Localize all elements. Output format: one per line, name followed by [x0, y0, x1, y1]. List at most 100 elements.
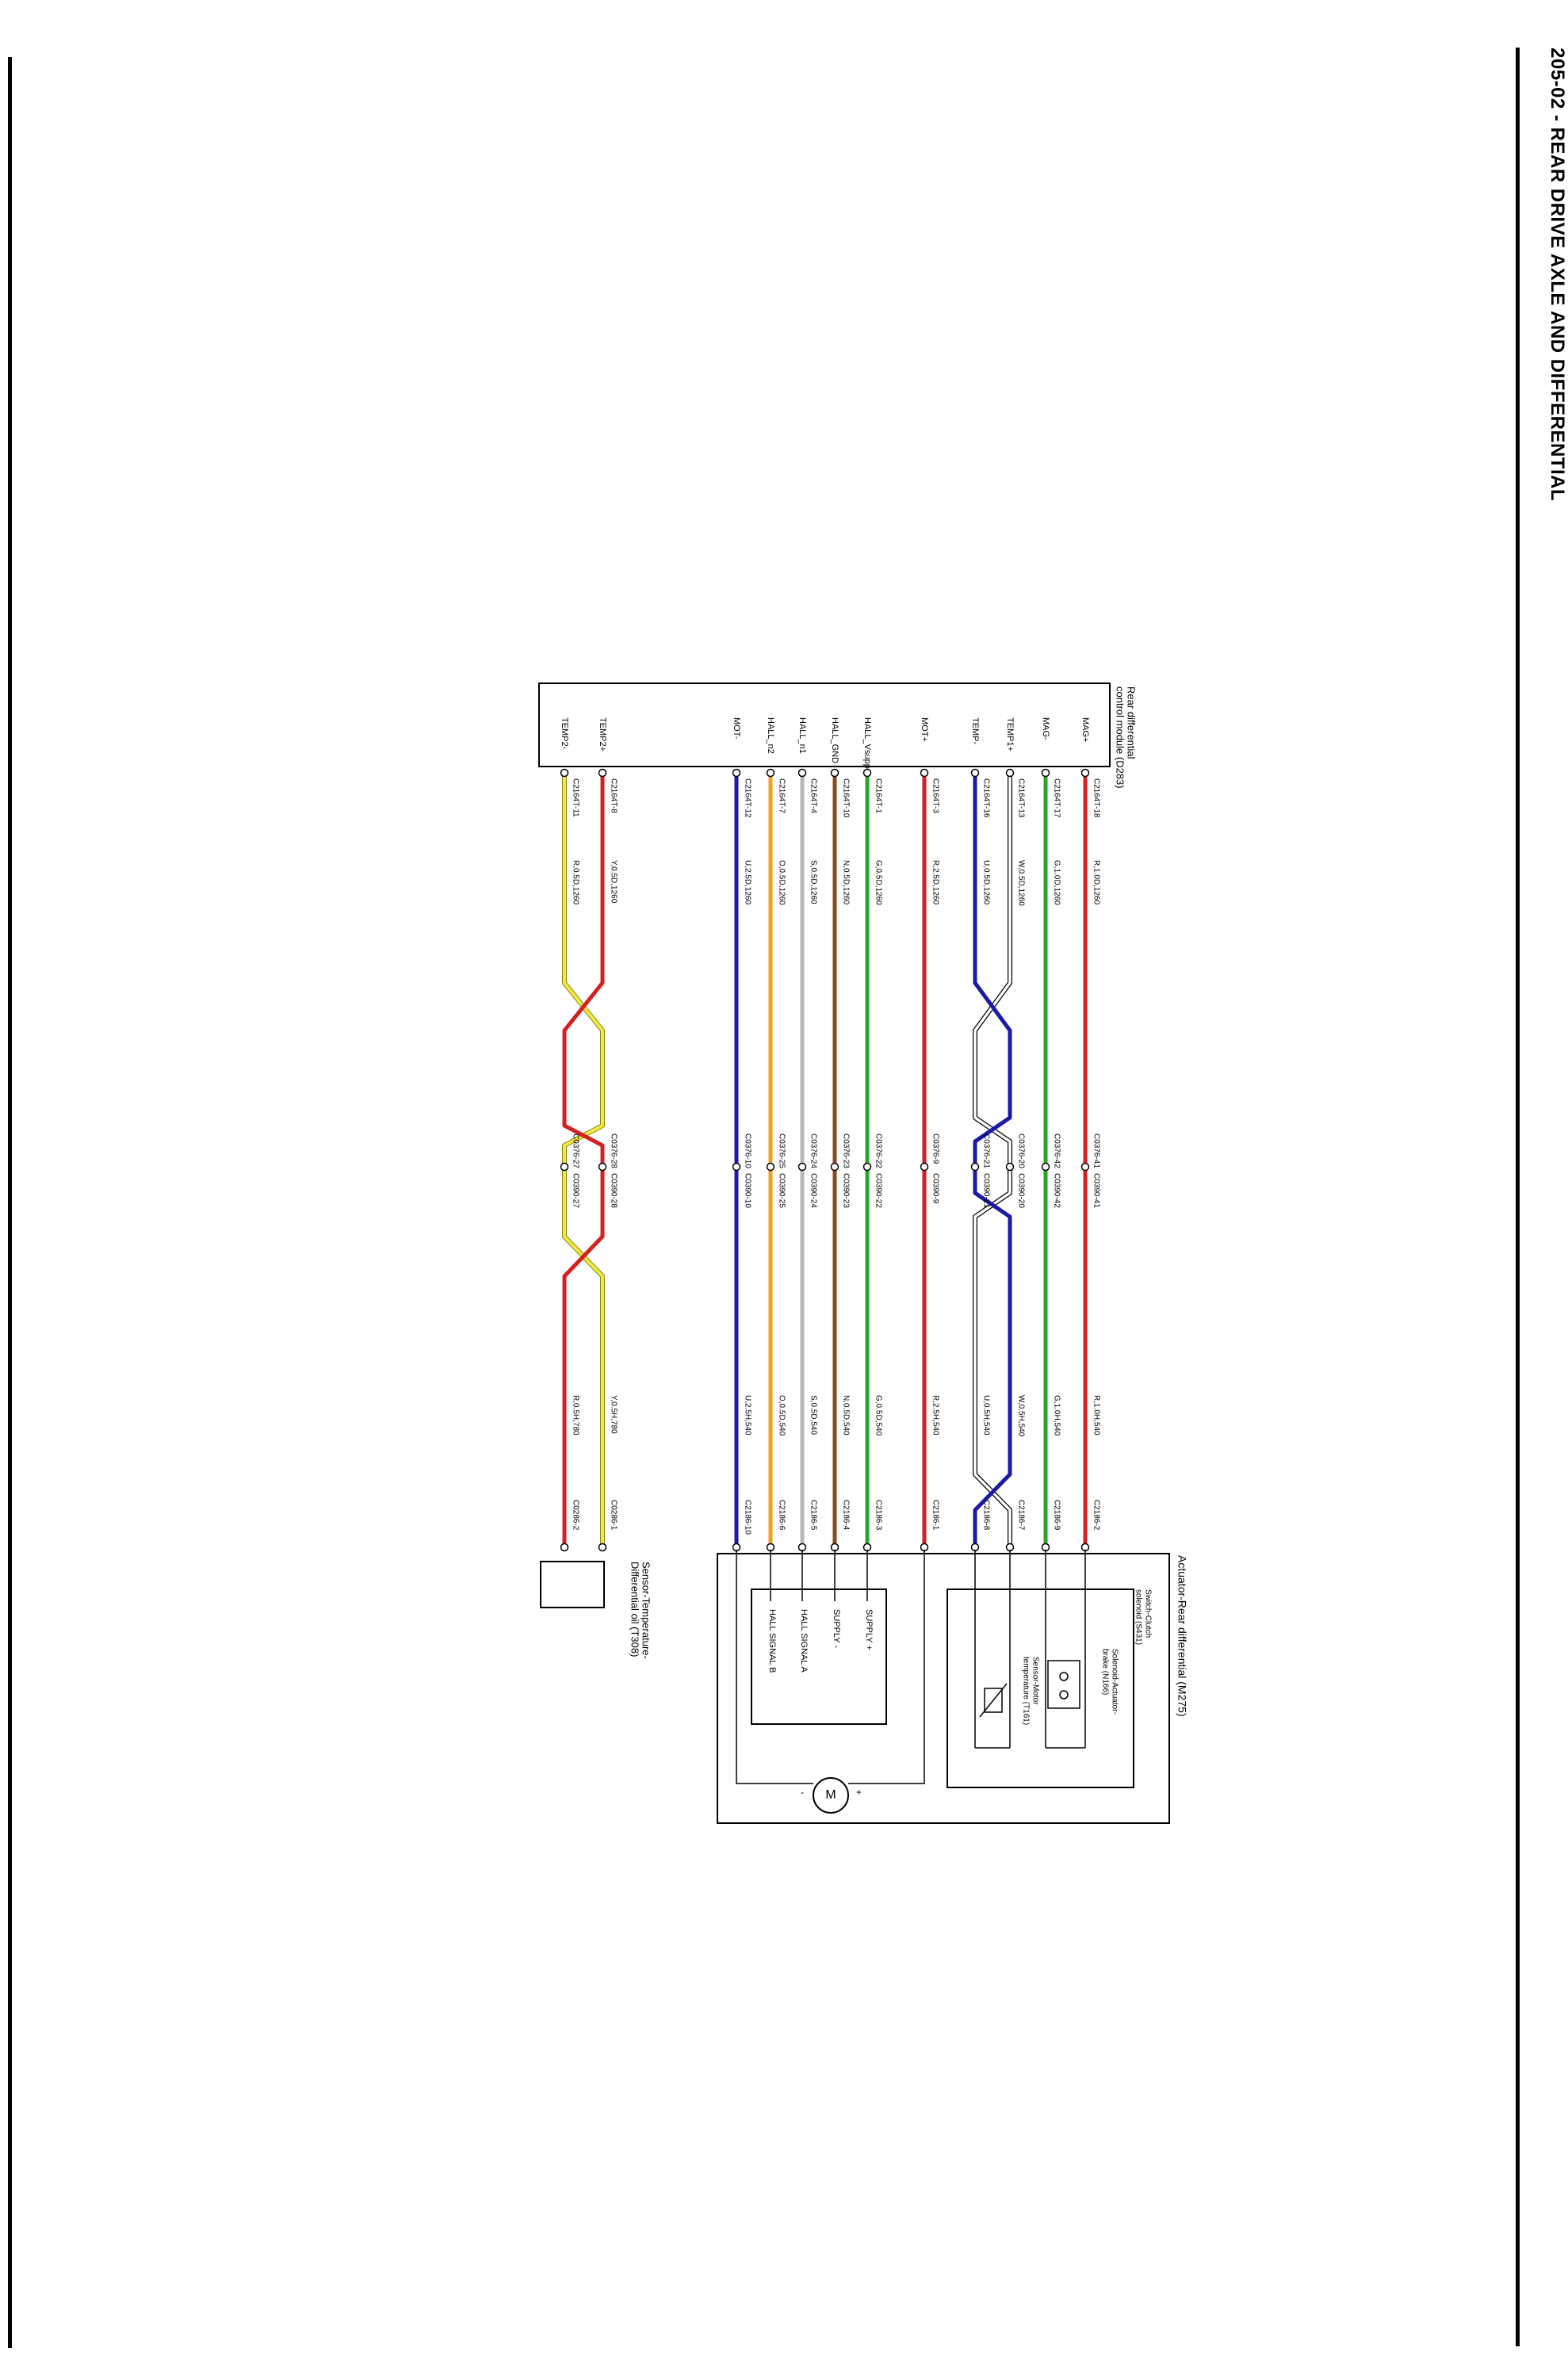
connector-C2164T-16: C2164T-16 [981, 778, 990, 818]
motor-symbol [813, 1777, 849, 1814]
wire-spec-MOT+-1: R,2.5D,1260 [931, 860, 939, 905]
connector-C0376-20: C0376-20 [1016, 1134, 1025, 1168]
connector-C0390-21: C0390-21 [981, 1173, 990, 1208]
motor-minus: - [801, 1787, 804, 1798]
connector-C0376-9: C0376-9 [931, 1134, 939, 1164]
connector-C0390-25: C0390-25 [777, 1173, 786, 1208]
pin-label-TEMP-: TEMP- [970, 717, 980, 745]
connector-C2186-7: C2186-7 [1016, 1500, 1025, 1531]
pin-label-HALL_n2: HALL_n2 [766, 717, 775, 754]
connector-C2164T-18: C2164T-18 [1092, 778, 1100, 818]
junction-C0376-9 [920, 1162, 929, 1172]
left-border-bar [8, 57, 12, 2348]
solenoid-label-line1: Solenoid-Actuator- [1110, 1649, 1119, 1715]
connector-C2164T-11: C2164T-11 [571, 778, 579, 817]
motor-lead-plus [848, 1550, 925, 1784]
module-label-line2: control module (D283) [1115, 686, 1126, 789]
module-label-line1: Rear differential [1126, 686, 1138, 759]
connector-C2164T-3: C2164T-3 [931, 778, 939, 813]
connector-C2186-1: C2186-1 [931, 1500, 939, 1531]
junction-C0376-42 [1041, 1162, 1050, 1172]
junction-C0376-41 [1080, 1162, 1090, 1172]
wire-spec-TEMP--2: U,0.5H,540 [981, 1395, 990, 1436]
pin-label-MAG-: MAG- [1041, 717, 1050, 740]
connector-C0390-9: C0390-9 [931, 1173, 939, 1204]
motor-temp-label-line2: temperature (T161) [1021, 1657, 1030, 1725]
wire-spec-TEMP1+-1: W,0.5D,1260 [1016, 860, 1025, 906]
oil-temp-label-line1: Sensor-Temperature- [641, 1562, 652, 1659]
wire-spec-HALL_Vsupp-1: G,0.5D,1260 [874, 860, 882, 905]
connector-C0390-41: C0390-41 [1092, 1173, 1100, 1208]
end-pin-C0286-2 [560, 1543, 569, 1552]
wire-spec-TEMP2+-2: Y,0.5H,780 [609, 1395, 618, 1434]
connector-C2186-10: C2186-10 [743, 1500, 751, 1535]
actuator-box [717, 1553, 1170, 1824]
module-pin-TEMP2- [560, 768, 569, 778]
wire-spec-TEMP2--1: R,0.5D,1260 [571, 860, 579, 905]
wire-TEMP2+ [563, 773, 604, 1547]
connector-C0376-25: C0376-25 [777, 1134, 786, 1168]
junction-C0376-25 [766, 1162, 775, 1172]
wire-spec-TEMP2+-1: Y,0.5D,1260 [609, 860, 618, 904]
solenoid-contact-a [1059, 1672, 1069, 1681]
connector-C0390-42: C0390-42 [1052, 1173, 1061, 1208]
connector-C2164T-1: C2164T-1 [874, 778, 882, 813]
connector-C0390-24: C0390-24 [809, 1173, 817, 1208]
connector-C2164T-12: C2164T-12 [743, 778, 751, 818]
module-box [538, 682, 1111, 767]
module-pin-MAG- [1041, 768, 1050, 778]
connector-C2164T-8: C2164T-8 [609, 778, 618, 813]
switch-label-line1: Switch-Clutch [1143, 1589, 1152, 1638]
solenoid-coil-box [1047, 1660, 1080, 1709]
wire-outline-TEMP1+ [973, 773, 1012, 1547]
connector-C0376-22: C0376-22 [874, 1134, 882, 1168]
wire-spec-MAG+-1: R,1.0D,1260 [1092, 860, 1100, 905]
connector-C0390-27: C0390-27 [571, 1173, 579, 1208]
pin-label-TEMP1+: TEMP1+ [1005, 717, 1015, 751]
wire-spec-MOT+-2: R,2.5H,540 [931, 1395, 939, 1436]
wire-spec-TEMP--1: U,0.5D,1260 [981, 860, 990, 905]
pin-label-TEMP2-: TEMP2- [560, 717, 569, 750]
connector-C0376-24: C0376-24 [809, 1134, 817, 1168]
wire-TEMP2- [562, 773, 605, 1547]
oil-temp-sensor-box [540, 1561, 605, 1608]
hall-label-2: HALL SIGNAL A [799, 1609, 809, 1673]
connector-C2186-6: C2186-6 [777, 1500, 786, 1531]
connector-C0376-21: C0376-21 [981, 1134, 990, 1168]
connector-C0376-28: C0376-28 [609, 1134, 618, 1168]
module-pin-TEMP- [970, 768, 980, 778]
connector-C2186-9: C2186-9 [1052, 1500, 1061, 1531]
hall-sensor-box [751, 1589, 887, 1725]
hall-label-1: SUPPLY - [832, 1609, 841, 1648]
connector-C0376-10: C0376-10 [743, 1134, 751, 1168]
connector-C0286-1: C0286-1 [609, 1500, 618, 1531]
connector-C0376-27: C0376-27 [571, 1134, 579, 1168]
end-pin-C0286-1 [598, 1543, 607, 1552]
connector-C2186-4: C2186-4 [841, 1500, 850, 1531]
connector-C2186-5: C2186-5 [809, 1500, 817, 1531]
pin-label-HALL_Vsupp: HALL_Vsupp [862, 717, 872, 769]
thermistor-slash [979, 1683, 1008, 1718]
wire-spec-MAG--1: G,1.0D,1260 [1052, 860, 1061, 905]
module-pin-MOT- [732, 768, 741, 778]
wire-spec-HALL_Vsupp-2: G,0.5D,540 [874, 1395, 882, 1436]
connector-C0376-41: C0376-41 [1092, 1134, 1100, 1168]
connector-C0376-42: C0376-42 [1052, 1134, 1061, 1168]
connector-C0390-28: C0390-28 [609, 1173, 618, 1208]
junction-C0376-20 [1005, 1162, 1015, 1172]
wire-spec-HALL_GND-1: N,0.5D,1260 [841, 860, 850, 905]
connector-C2164T-4: C2164T-4 [809, 778, 817, 813]
module-pin-MOT+ [920, 768, 929, 778]
connector-C2164T-13: C2164T-13 [1016, 778, 1025, 818]
connector-C0390-23: C0390-23 [841, 1173, 850, 1208]
connector-C0390-20: C0390-20 [1016, 1173, 1025, 1208]
motor-temp-label-line1: Sensor-Motor [1031, 1657, 1039, 1705]
connector-C0390-10: C0390-10 [743, 1173, 751, 1208]
wire-spec-HALL_n1-1: S,0.5D,1260 [809, 860, 817, 904]
wire-spec-HALL_GND-2: N,0.5D,540 [841, 1395, 850, 1436]
motor-plus: + [856, 1787, 862, 1798]
actuator-label: Actuator-Rear differential (M275) [1176, 1555, 1188, 1717]
pin-label-MOT+: MOT+ [920, 717, 929, 742]
